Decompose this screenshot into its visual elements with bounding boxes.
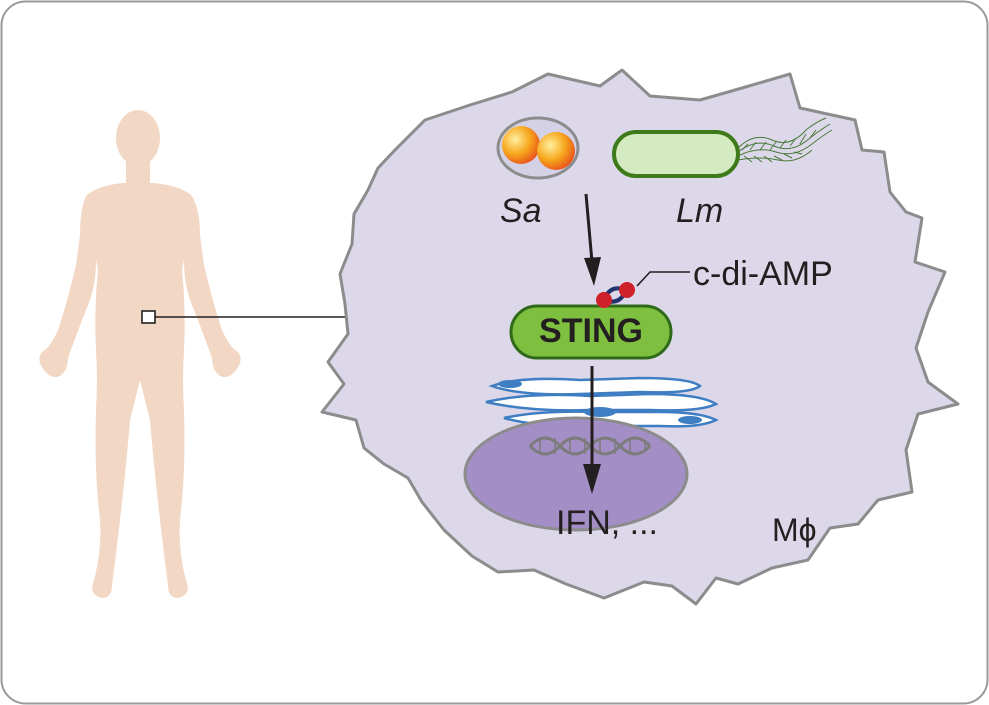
staphylococcus-aureus-icon [496, 116, 580, 180]
endoplasmic-reticulum [485, 376, 719, 428]
label-lm: Lm [676, 192, 724, 230]
c-di-amp-leader-line [636, 271, 690, 287]
label-c-di-amp: c-di-AMP [693, 255, 833, 293]
dna-helix [528, 436, 652, 456]
label-ifn: IFN, ... [556, 504, 658, 542]
nucleus [463, 416, 689, 532]
label-sting: STING [539, 312, 643, 350]
human-body-icon [39, 110, 241, 598]
arrow-sting-to-ifn [583, 366, 601, 494]
label-macrophage: Mϕ [772, 512, 817, 548]
arrow-bacteria-to-sting [584, 193, 601, 286]
label-sa: Sa [500, 192, 542, 230]
listeria-rod-icon [612, 117, 833, 178]
c-di-amp-molecule [596, 271, 690, 308]
zoom-marker-box [141, 310, 156, 324]
sting-protein [509, 304, 673, 360]
